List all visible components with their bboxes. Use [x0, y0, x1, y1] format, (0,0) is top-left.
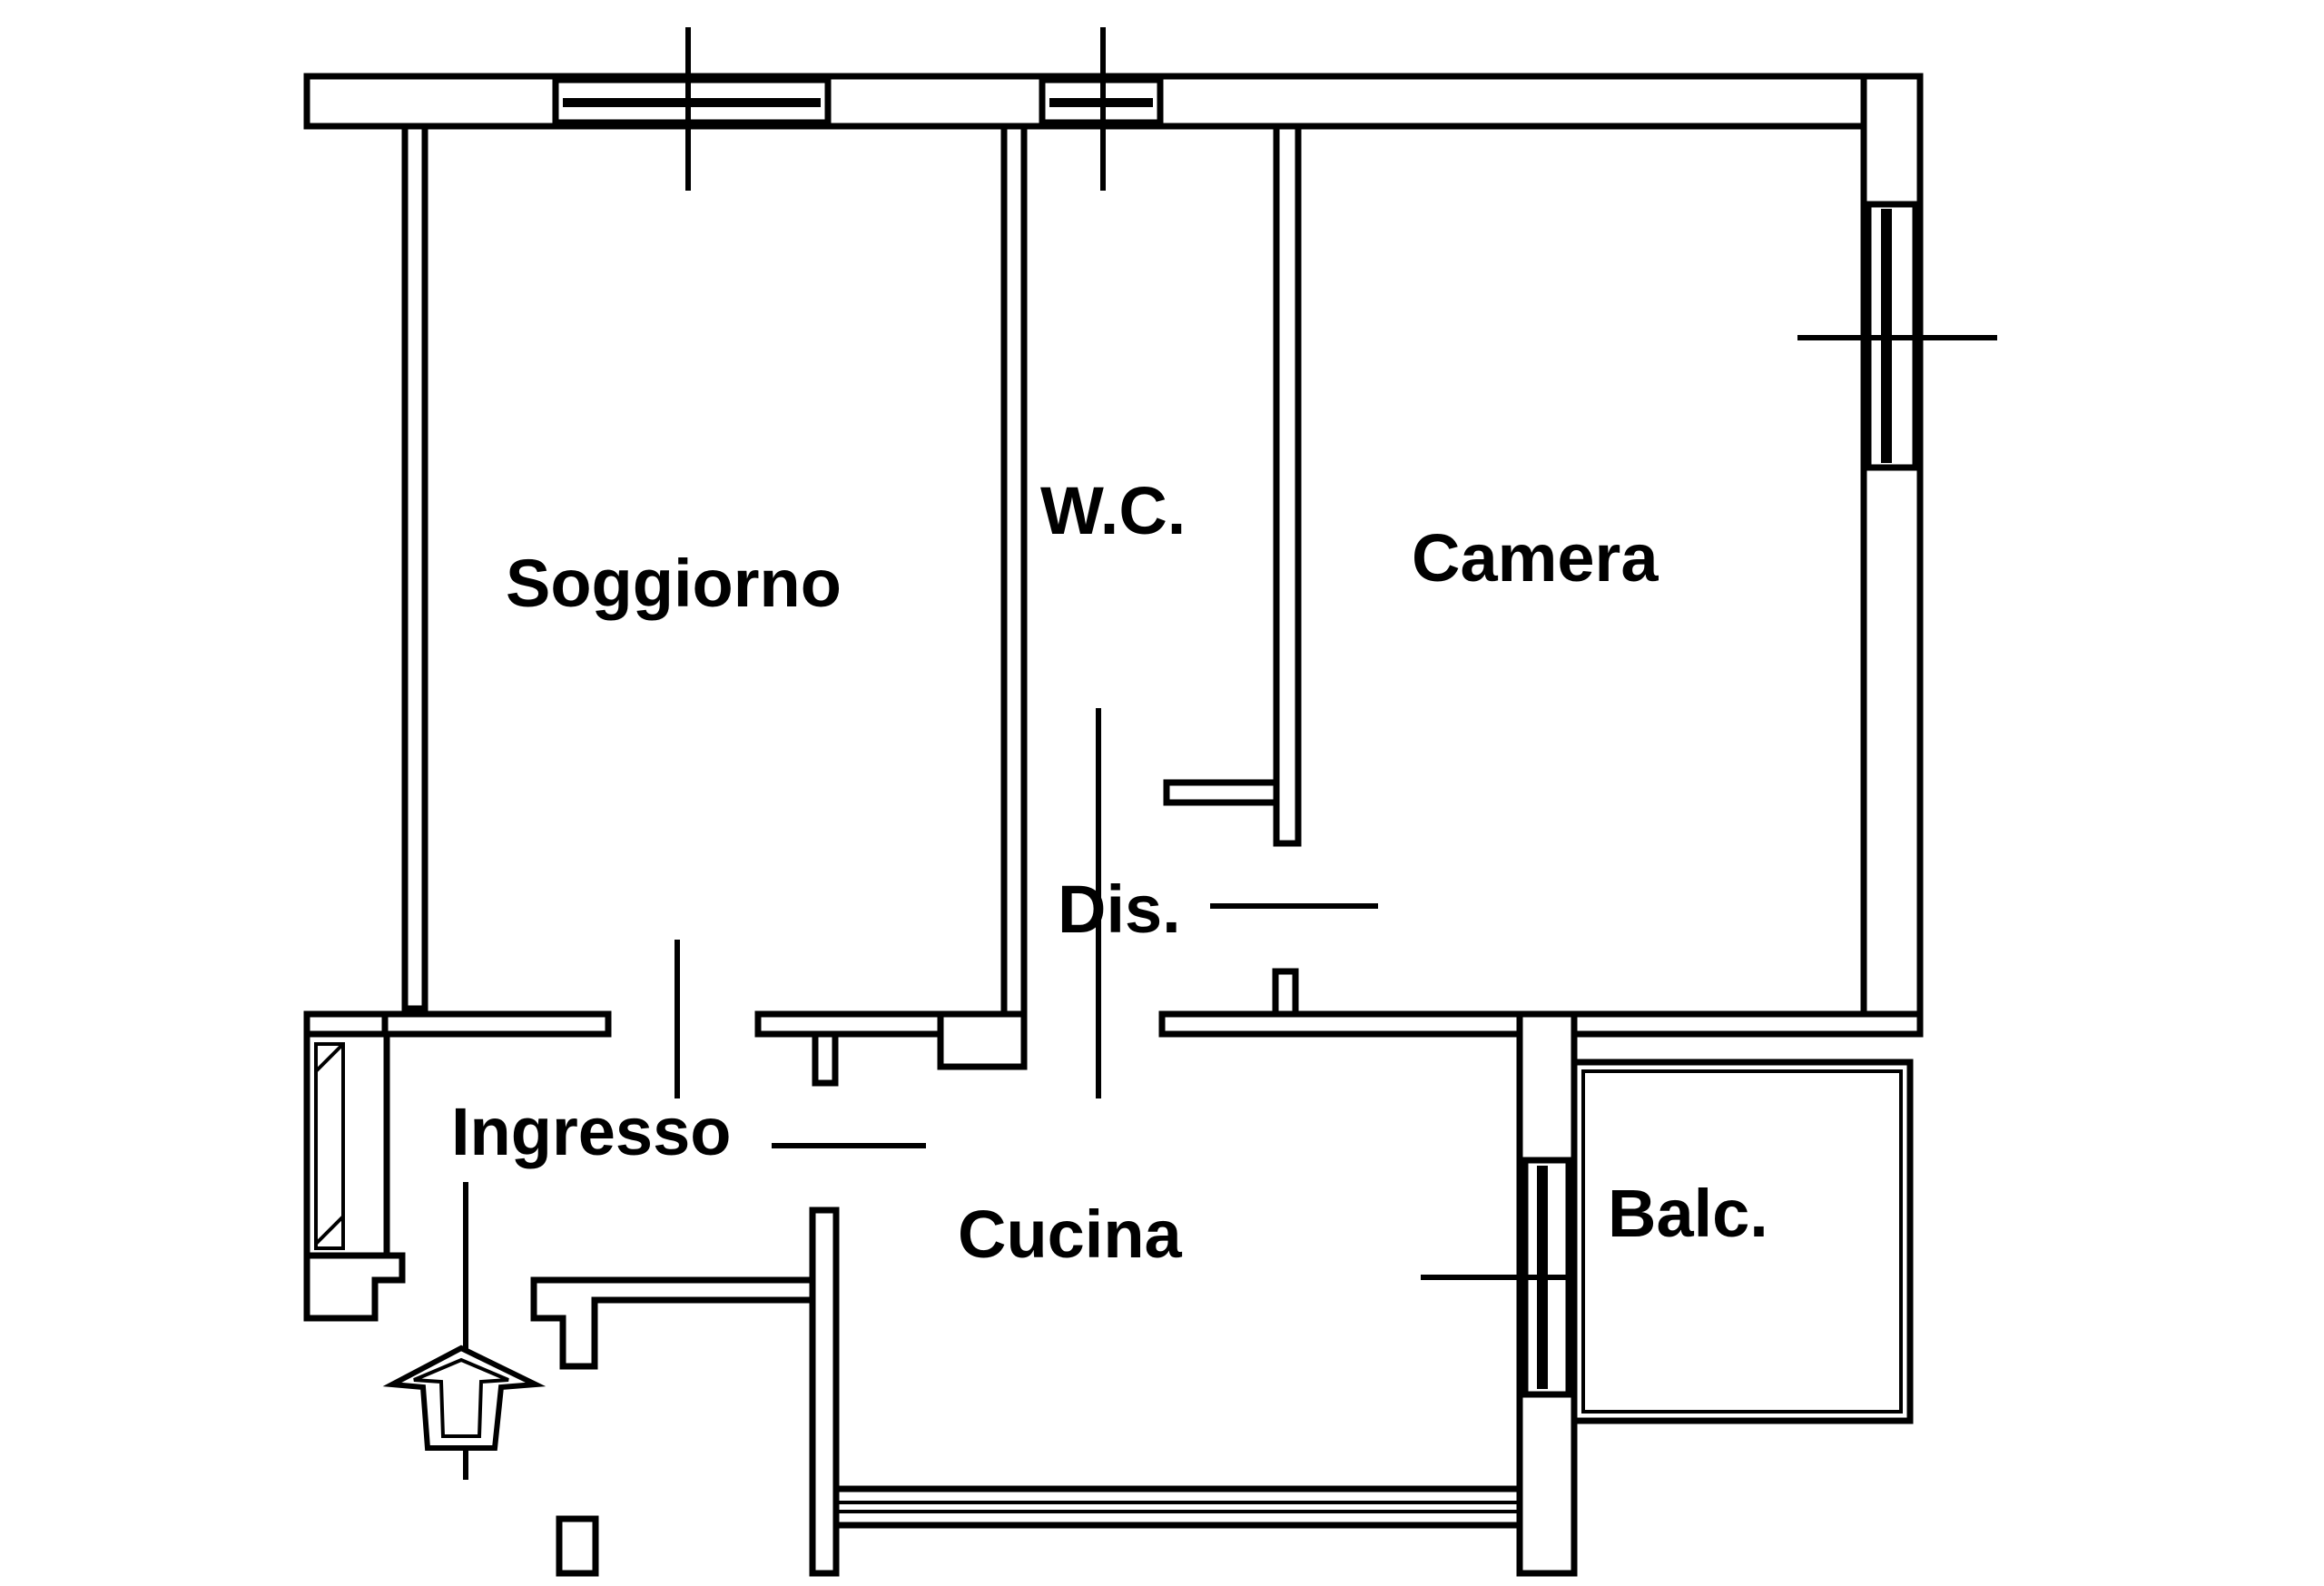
room-label-balc: Balc. — [1608, 1176, 1768, 1251]
room-label-soggiorno: Soggiorno — [506, 546, 842, 621]
interior-walls — [381, 123, 1924, 1577]
entrance-area — [303, 1010, 816, 1577]
top-exterior-wall — [303, 27, 1924, 191]
room-label-wc: W.C. — [1040, 473, 1186, 548]
room-label-camera: Camera — [1412, 520, 1659, 596]
entrance-arrow-icon — [382, 1345, 547, 1451]
room-label-ingresso: Ingresso — [451, 1094, 731, 1169]
room-label-dis: Dis. — [1058, 872, 1181, 947]
right-exterior-wall — [1797, 73, 1997, 1029]
balcony — [1571, 1059, 1914, 1424]
room-labels: Soggiorno W.C. Camera Dis. Ingresso Cuci… — [451, 473, 1768, 1272]
room-label-cucina: Cucina — [958, 1197, 1183, 1272]
